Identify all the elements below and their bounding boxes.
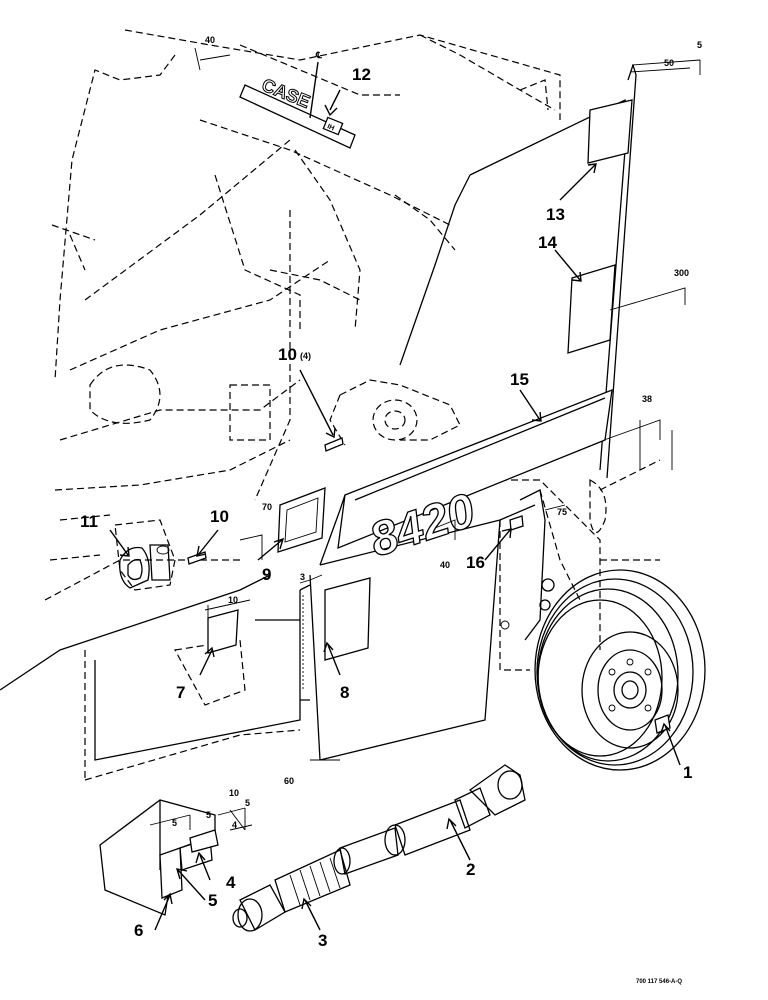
- callout-6: 6: [134, 921, 143, 940]
- dim-5-bottom-right: 5: [245, 798, 250, 808]
- centerline-symbol: ℄: [315, 50, 322, 60]
- callout-3: 3: [318, 931, 327, 950]
- dim-60: 60: [284, 776, 294, 786]
- reflector-decal-11: [119, 546, 150, 589]
- decal-14: [567, 264, 616, 354]
- model-decal-8420: 8420: [337, 388, 613, 568]
- lower-left-panel: [0, 574, 301, 761]
- svg-text:IH: IH: [326, 123, 335, 132]
- callout-8: 8: [340, 683, 349, 702]
- wheel-spindle-bracket: [500, 489, 555, 641]
- dim-5-bottom-left: 5: [172, 818, 177, 828]
- decal-7: [207, 609, 239, 654]
- dim-4: 4: [232, 820, 237, 830]
- callout-2: 2: [466, 860, 475, 879]
- dim-3: 3: [300, 572, 305, 582]
- callout-7: 7: [176, 683, 185, 702]
- dim-10-bottom: 10: [229, 788, 239, 798]
- baler-frame-outline: [44, 29, 661, 781]
- callout-9: 9: [262, 565, 271, 584]
- dim-40-top: 40: [205, 35, 215, 45]
- callout-10-quantity: (4): [300, 351, 311, 361]
- leader-lines: [109, 61, 681, 931]
- hitch-bracket-outline: [114, 519, 176, 591]
- dim-75: 75: [557, 507, 567, 517]
- dim-70: 70: [262, 502, 272, 512]
- callout-1: 1: [683, 763, 692, 782]
- callout-16: 16: [466, 553, 485, 572]
- decal-9: [277, 487, 326, 553]
- dimension-lines: [149, 47, 701, 835]
- callout-10: 10: [210, 507, 229, 526]
- bearing-housing-outline: [329, 379, 461, 446]
- callout-12: 12: [352, 65, 371, 84]
- callout-11: 11: [80, 512, 98, 531]
- callout-15: 15: [510, 370, 529, 389]
- decal-16: [509, 515, 524, 531]
- drawing-reference-number: 700 117 546-A-Q: [636, 979, 682, 985]
- dim-5-top: 5: [697, 40, 702, 50]
- decal-8: [324, 577, 371, 661]
- dim-5-bottom-mid: 5: [206, 810, 211, 820]
- dim-10-left: 10: [228, 595, 238, 605]
- dim-40-mid: 40: [440, 560, 450, 570]
- callout-4: 4: [226, 873, 236, 892]
- decal-10-small-a: [324, 437, 344, 452]
- pto-driveline-shaft: [232, 764, 526, 932]
- dim-38: 38: [642, 394, 652, 404]
- dim-50: 50: [664, 58, 674, 68]
- dim-300: 300: [674, 268, 689, 278]
- tire-wheel: [534, 569, 706, 771]
- callout-10-qty4: 10: [278, 345, 297, 364]
- callout-13: 13: [546, 205, 565, 224]
- decal-13: [587, 99, 633, 164]
- brand-decal-text: CASE: [259, 75, 313, 112]
- callout-5: 5: [208, 891, 217, 910]
- callout-14: 14: [538, 233, 557, 252]
